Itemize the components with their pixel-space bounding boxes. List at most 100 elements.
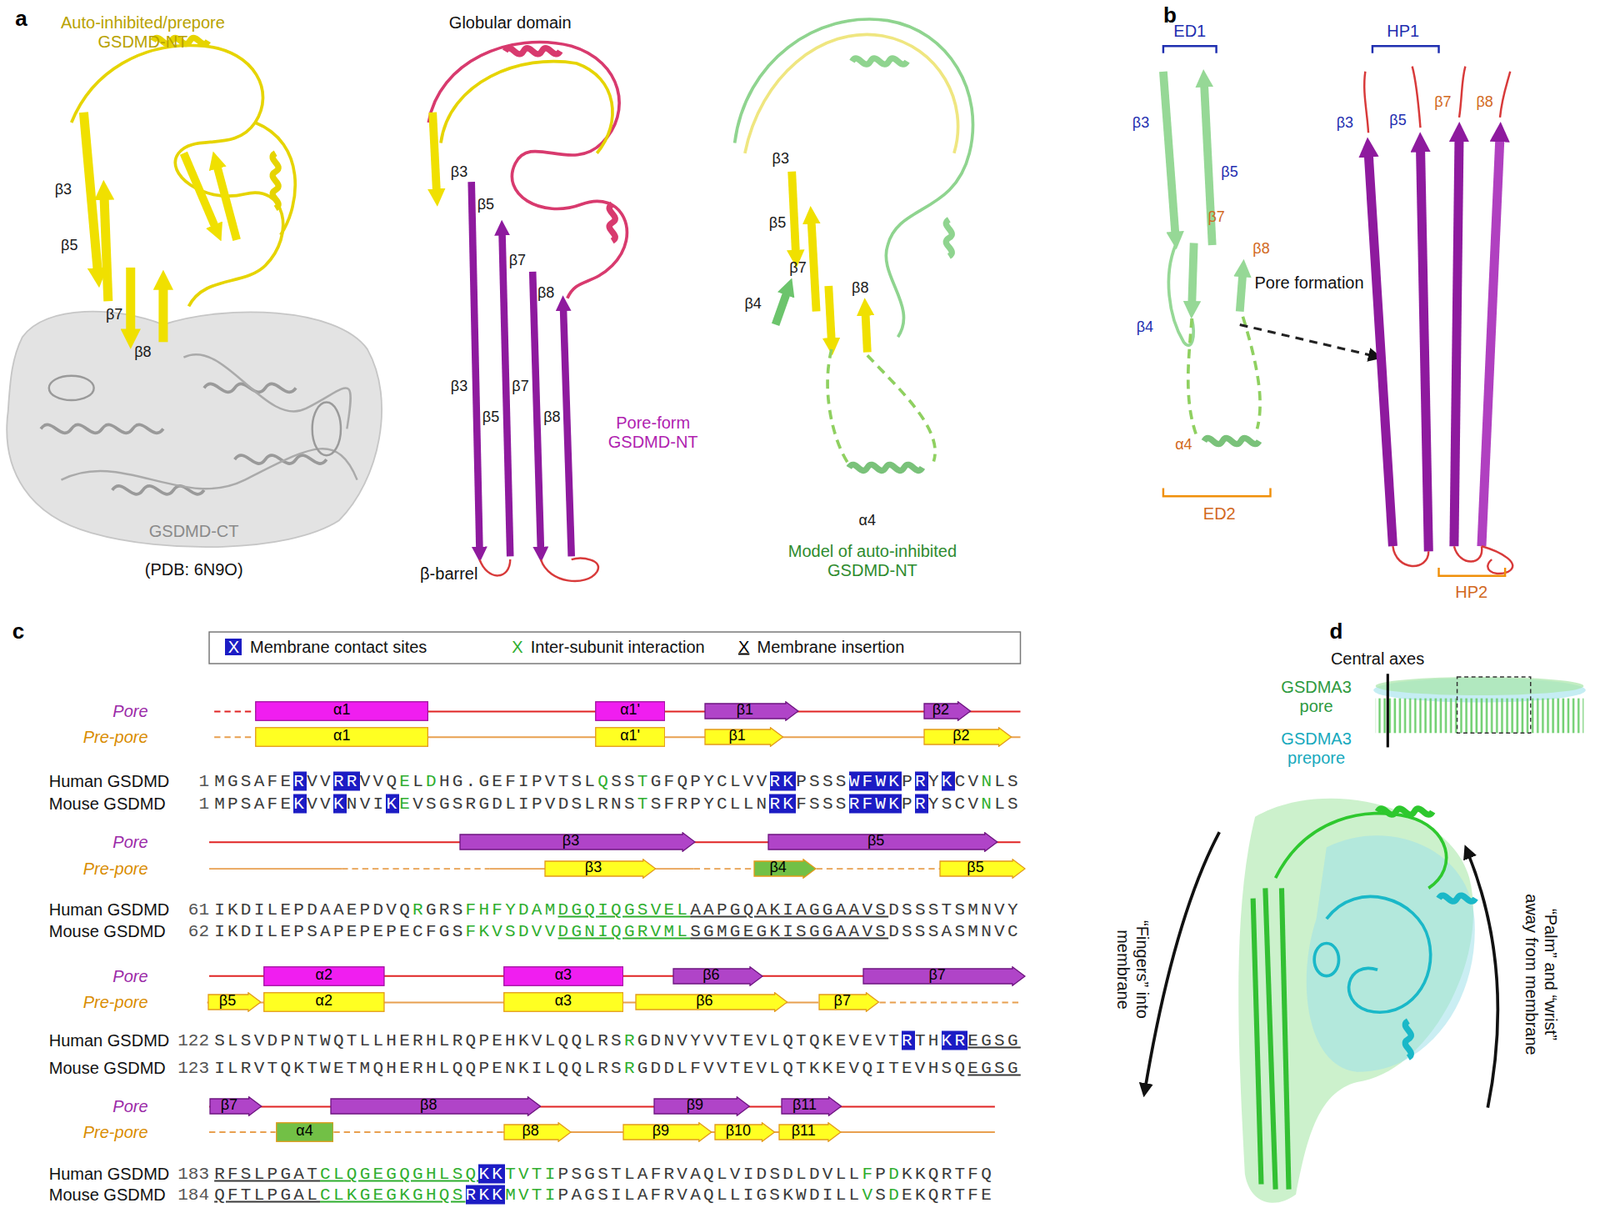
residue-run: R [412,900,426,920]
element-label: β4 [753,858,804,879]
model-nt-ribbon-part [810,218,816,311]
ed-strands-part [1188,318,1196,434]
topology-lines-part [214,735,255,738]
label-text: ED1 [1173,20,1206,40]
label-text: X [228,637,240,657]
label-text: X [738,637,750,657]
element-label: α1 [255,700,429,721]
residue-run: GDNVYVVTEVLQTQKEVEVT [637,1030,902,1050]
row-label: Pre-pore [83,727,149,747]
element-label: β2 [923,700,959,721]
pore-nt-ribbon-part [480,559,511,575]
prepore-nt-ribbon [71,38,296,343]
label-text: Globular domain [449,12,572,32]
label-text: Auto-inhibited/prepore GSDMD-NT [42,13,243,52]
shape-fill [754,859,816,879]
residue-run: SFRPYCLLN [650,793,770,813]
residue-run: FKVSDVV [465,920,559,940]
residue-run: VV [306,793,334,813]
label-text: Human GSDMD [49,770,170,790]
strand-label: β7 [105,305,123,324]
residue-run: K [941,770,955,790]
element-label: β5 [939,858,1013,879]
label-text: ED2 [1203,503,1236,523]
residue-run: RFSLPGAT [214,1164,320,1184]
strand-label: β5 [769,213,786,231]
strand-label: α4 [1175,435,1192,453]
strand-arrow: β1 [704,726,785,747]
strand-label: β4 [1136,317,1154,335]
shape-fill [330,1096,540,1116]
topology-lines-part [209,867,342,870]
ct-surface-part [312,402,341,456]
sequence-text: IKDILEPDAAEPDVQRGRSFHFYDAMDGQIQGSVELAAPG… [214,900,1021,920]
strand-label: β8 [134,343,151,361]
residue-run: CLQGEGQGHLSQ [320,1164,479,1184]
strand-arrow: β9 [653,1095,750,1116]
element-label: β6 [635,991,775,1012]
residue-run: R [624,1030,638,1050]
ed-strands-part [1204,438,1260,445]
shape-fill [545,859,656,879]
residue-run: WFWK [849,770,902,790]
shape-fill [715,1122,775,1142]
strand-label: β5 [482,407,500,425]
strand-label: β8 [1252,239,1270,257]
residue-run: LS [994,793,1021,813]
residue-run: P [901,793,915,813]
element-label: α1' [595,700,665,721]
strand-label: β3 [772,149,790,167]
label-text: Human GSDMD [49,1030,170,1050]
hp-strands-part [1372,45,1440,54]
residue-run: RKK [465,1184,506,1204]
residue-run: EGSG [967,1030,1020,1050]
monomer-overlay-part [1314,943,1339,976]
strand-label: β8 [543,407,560,425]
element-label: β5 [767,831,985,852]
residue-run: EGSG [967,1057,1020,1077]
residue-run: FHFYDAM [465,900,559,920]
legend-text: Inter-subunit interaction [530,637,705,657]
label-text: Human GSDMD [49,1164,170,1184]
monomer-overlay [1238,798,1475,1203]
strand-arrow: β10 [714,1121,775,1142]
helix-box: α1 [255,700,429,721]
residue-run: D [425,770,440,790]
legend-box [209,631,1020,664]
legend-text: Membrane contact sites [250,637,427,657]
strand-arrow: β5 [207,991,262,1012]
residue-run: YSCV [928,793,981,813]
element-label: α1 [255,726,429,747]
helix-box: α1' [595,726,665,747]
sequence-text: IKDILEPSAPEPEPECFGSFKVSDVVDGNIQGRVMLSGMG… [214,920,1021,940]
residue-run: DGNIQGRVML [558,920,691,940]
residue-run: KK [478,1164,505,1184]
residue-run: K [293,793,307,813]
shape-fill [705,701,799,721]
pore-ring-part [1375,676,1585,695]
topology-lines-part [341,867,490,870]
strand-arrow: β9 [622,1121,713,1142]
topology-lines-part [333,1130,503,1133]
element-label: β7 [209,1095,250,1116]
residue-number: 123 [177,1057,210,1077]
strand-arrow: β6 [635,991,789,1012]
prepore-nt-ribbon-part [158,284,168,343]
shape-fill [623,1122,712,1142]
shape-fill [673,965,763,985]
strand-arrow: β7 [209,1095,263,1116]
topology-lines-part [209,1130,276,1133]
element-label: α2 [263,991,385,1012]
legend-box-part [209,631,1020,664]
strand-label: β5 [1389,111,1406,130]
ct-surface-part [40,424,164,433]
strand-arrow: β7 [862,965,1026,986]
residue-run: K [333,793,347,813]
element-label: β1 [704,700,786,721]
sequence-text: SLSVDPNTWQTLLHERHLRQPEHKVLQQLRSRGDNVYVVT… [214,1030,1021,1050]
hp-strands-part [1392,545,1429,566]
residue-run: E [399,770,413,790]
element-label: β9 [622,1121,700,1142]
residue-run: GDDLFVVTEVLQTKKEVQITEVHSQ [637,1057,969,1077]
strand-label: β3 [1336,113,1354,131]
